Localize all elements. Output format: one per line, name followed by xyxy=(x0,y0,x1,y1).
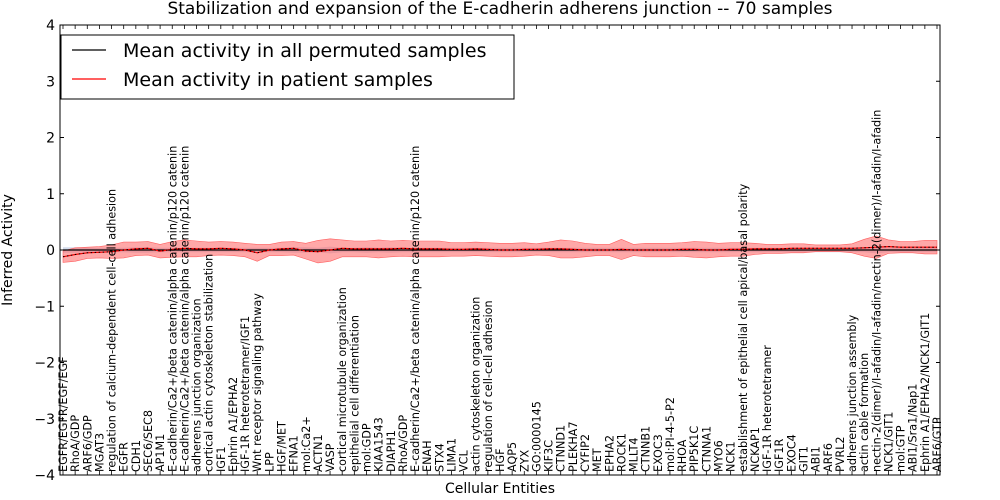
x-tick-label: NCKAP1 xyxy=(749,427,762,472)
x-tick-label: mol:PI-4-5-P2 xyxy=(664,397,677,472)
x-tick-label: RHOA xyxy=(676,439,689,472)
x-tick-label: NCK1 xyxy=(725,441,738,472)
y-tick-label: −4 xyxy=(34,468,55,484)
x-tick-label: CYFIP2 xyxy=(579,434,592,472)
x-tick-label: mol:Ca2+ xyxy=(300,416,313,472)
x-tick-label: PLEKHA7 xyxy=(567,421,580,472)
x-tick-label: GO:0000145 xyxy=(530,401,543,472)
x-tick-label: E-cadherin/Ca2+/beta catenin/alpha caten… xyxy=(409,146,422,472)
x-tick-label: VASP xyxy=(324,443,337,472)
x-tick-label: CDH1 xyxy=(130,440,143,472)
x-tick-label: MYO6 xyxy=(713,440,726,472)
x-tick-label: cortical actin cytoskeleton stabilizatio… xyxy=(203,254,216,472)
x-tick-label: CTNNA1 xyxy=(700,426,713,472)
x-tick-label: KIAA1543 xyxy=(373,417,386,472)
x-tick-label: GIT1 xyxy=(798,446,811,472)
x-tick-label: establishment of epithelial cell apical/… xyxy=(737,183,750,472)
x-tick-label: Ephrin A1/EPHA2 xyxy=(227,377,240,472)
x-ticks xyxy=(62,25,938,475)
x-tick-label: regulation of cell-cell adhesion xyxy=(482,300,495,472)
x-tick-label: mol:GTP xyxy=(895,425,908,472)
x-tick-label: LPP xyxy=(263,452,276,472)
x-tick-label: CTNND1 xyxy=(555,425,568,472)
x-tick-label: CTNNB1 xyxy=(640,426,653,472)
x-tick-label: EGFR/EGFR/EGF/EGF xyxy=(57,356,70,472)
x-tick-label: EFNA1 xyxy=(288,435,301,472)
x-tick-label: adherens junction organization xyxy=(191,298,204,472)
y-tick-label: −2 xyxy=(34,356,55,372)
x-tick-label: ARF6/GTP xyxy=(931,417,944,472)
x-tick-label: Ephrin A1/EPHA2/NCK1/GIT1 xyxy=(919,313,932,472)
x-tick-label: ARF6/GDP xyxy=(81,415,94,472)
y-tick-label: −3 xyxy=(34,412,55,428)
x-tick-label: actin cytoskeleton organization xyxy=(470,297,483,472)
y-tick-label: 3 xyxy=(46,74,55,90)
x-tick-label: HGF/MET xyxy=(276,421,289,472)
x-tick-label: HGF xyxy=(494,448,507,472)
x-tick-label: VCL xyxy=(458,450,471,472)
x-tick-label: IGF1 xyxy=(215,446,228,472)
chart-title: Stabilization and expansion of the E-cad… xyxy=(167,0,832,19)
x-tick-label: epithelial cell differentiation xyxy=(348,315,361,472)
x-tick-label: actin cable formation xyxy=(858,353,871,472)
x-tick-label: EGFR xyxy=(118,442,131,472)
y-tick-label: −1 xyxy=(34,299,55,315)
legend-label-permuted: Mean activity in all permuted samples xyxy=(123,40,486,62)
x-tick-label: AQP5 xyxy=(506,442,519,472)
x-tick-label: NCK1/GIT1 xyxy=(882,412,895,472)
x-tick-label: SEC6/SEC8 xyxy=(142,410,155,472)
x-tick-label: ABI1 xyxy=(810,446,823,472)
y-tick-label: 2 xyxy=(46,131,55,147)
y-ticks: −4 −3 −2 −1 0 1 2 3 4 xyxy=(34,18,940,484)
y-axis-label: Inferred Activity xyxy=(0,194,16,306)
x-tick-label: MGAT3 xyxy=(93,433,106,472)
x-tick-label: ROCK1 xyxy=(615,433,628,472)
x-tick-label: RhoA/GDP xyxy=(69,415,82,472)
y-tick-label: 1 xyxy=(46,187,55,203)
x-tick-label: IGF-1R heterotetramer/IGF1 xyxy=(239,316,252,472)
legend-label-patient: Mean activity in patient samples xyxy=(123,69,433,91)
line-patient xyxy=(62,245,937,258)
x-tick-label: E-cadherin/Ca2+/beta catenin/alpha caten… xyxy=(178,146,191,472)
x-tick-label: EXOC3 xyxy=(652,434,665,472)
plot-frame xyxy=(59,24,941,476)
x-tick-label: adherens junction assembly xyxy=(846,314,859,472)
x-tick-label: nectin-2(dimer)/I-afadin/I-afadin/nectin… xyxy=(870,110,883,472)
x-tick-label: ABI1/Sra1/Nap1 xyxy=(907,384,920,472)
x-tick-label: DIAPH1 xyxy=(385,430,398,472)
x-tick-label: MET xyxy=(591,448,604,472)
x-tick-label: STX4 xyxy=(433,443,446,472)
x-tick-label: PVRL2 xyxy=(834,436,847,472)
x-tick-label: MLLT4 xyxy=(628,437,641,472)
x-tick-label: regulation of calcium-dependent cell-cel… xyxy=(106,189,119,472)
x-tick-label: PIP5K1C xyxy=(688,426,701,472)
x-tick-label: ARF6 xyxy=(822,443,835,472)
x-tick-label: RhoA/GDP xyxy=(397,415,410,472)
x-tick-label: AP1M1 xyxy=(154,434,167,472)
x-tick-label: E-cadherin/Ca2+/beta catenin/alpha caten… xyxy=(166,146,179,472)
y-tick-label: 4 xyxy=(46,18,55,34)
x-tick-label: ENAH xyxy=(421,440,434,472)
x-tick-label: mol:GDP xyxy=(361,423,374,472)
series-lines xyxy=(62,245,937,258)
y-tick-label: 0 xyxy=(46,243,55,259)
legend-box xyxy=(60,34,515,100)
x-tick-label: KIF3C xyxy=(543,440,556,472)
legend: Mean activity in all permuted samples Me… xyxy=(60,34,515,100)
x-tick-label: IGF-1R heterotetramer xyxy=(761,345,774,472)
x-tick-label: EPHA2 xyxy=(603,435,616,472)
x-tick-label: ACTN1 xyxy=(312,434,325,472)
x-tick-label: EXOC4 xyxy=(785,434,798,472)
x-tick-label: IGF1R xyxy=(773,438,786,472)
x-tick-label: Wnt receptor signaling pathway xyxy=(251,293,264,472)
x-axis-label: Cellular Entities xyxy=(445,481,555,497)
x-tick-label: LIMA1 xyxy=(445,438,458,472)
x-tick-label: cortical microtubule organization xyxy=(336,287,349,472)
x-tick-label: ZYX xyxy=(518,450,531,472)
